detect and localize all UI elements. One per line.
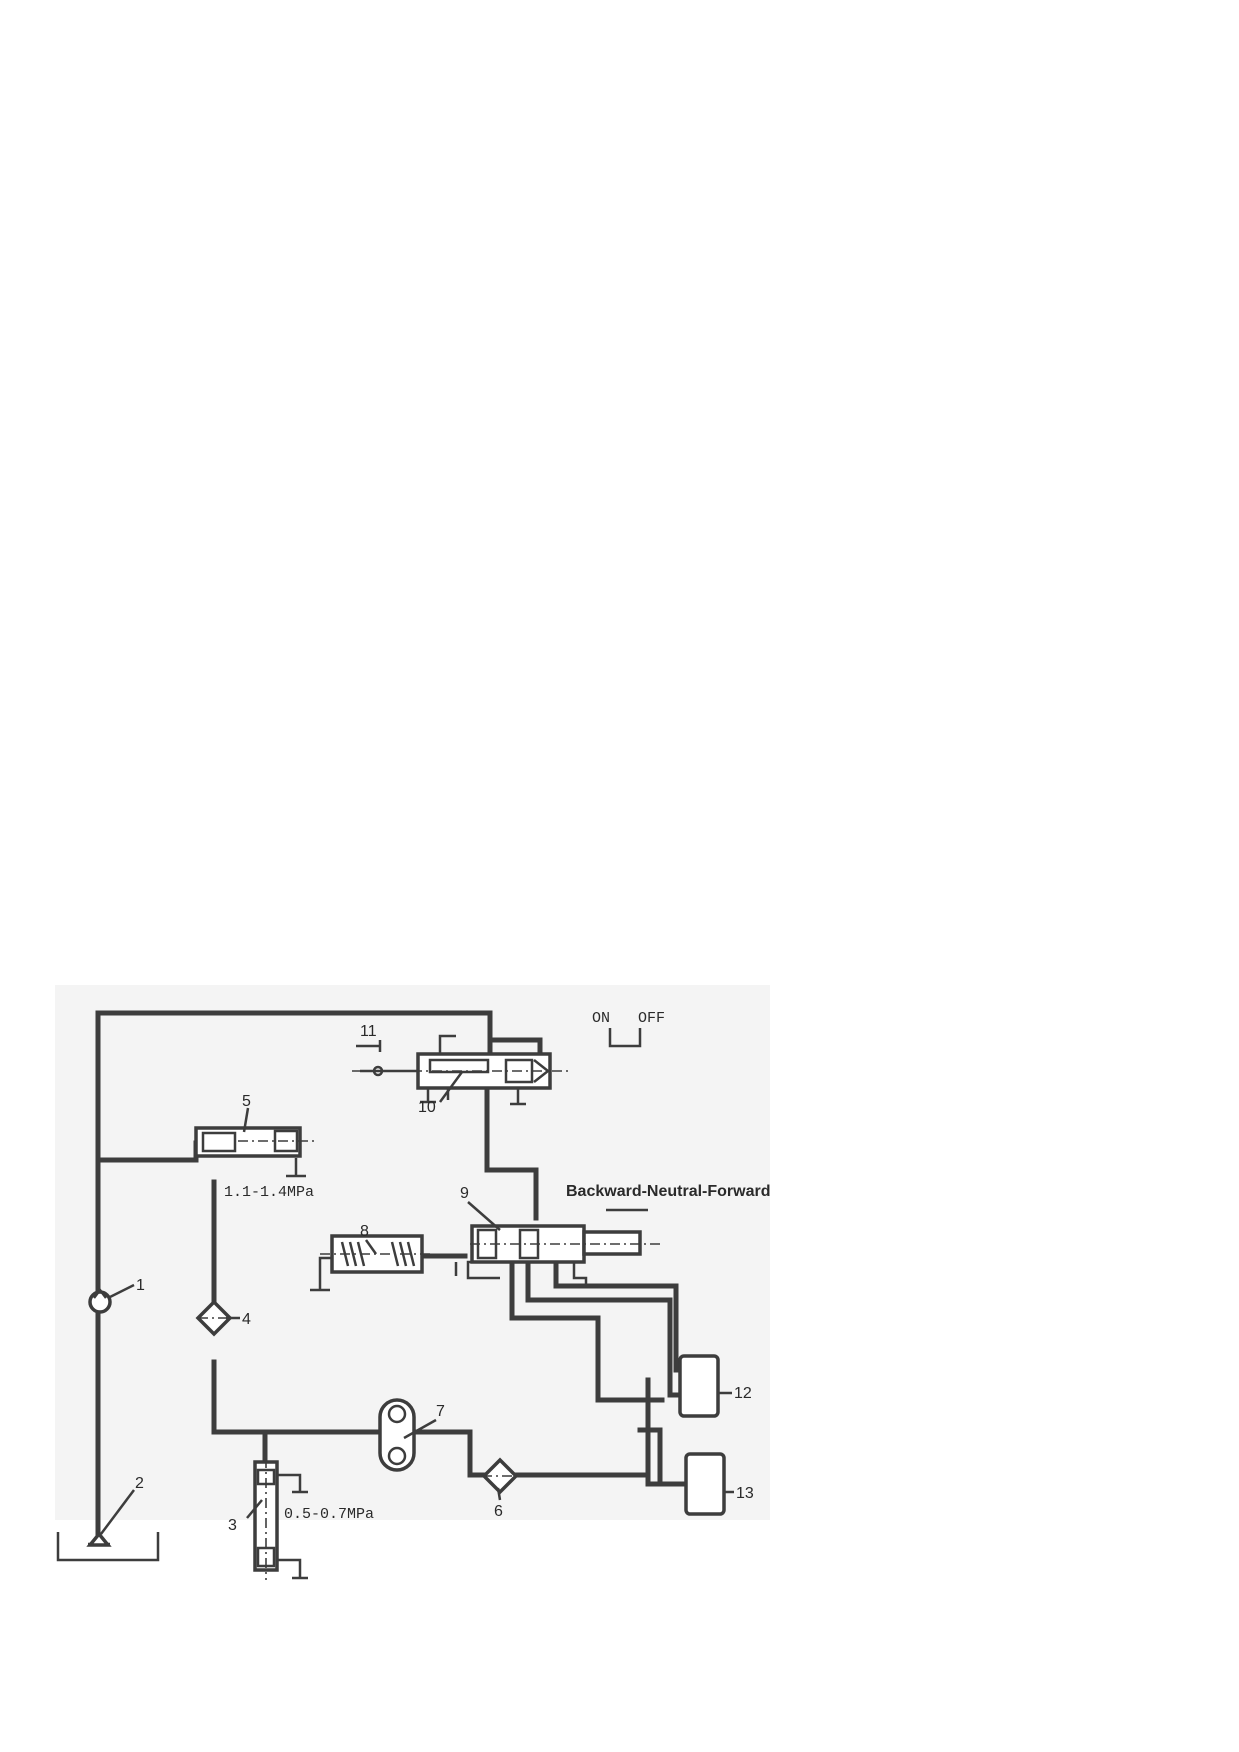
label-12: 12 xyxy=(734,1385,752,1402)
label-1: 1 xyxy=(136,1277,145,1294)
oil-tank xyxy=(56,1531,160,1562)
filter-4 xyxy=(195,1299,233,1337)
label-6: 6 xyxy=(494,1503,503,1520)
pump-symbol xyxy=(88,1287,112,1314)
pressure-valve-3 xyxy=(253,1458,308,1580)
label-7: 7 xyxy=(436,1403,445,1420)
switch-on-label: ON xyxy=(592,1010,610,1027)
filter-6 xyxy=(481,1457,519,1495)
pipe-network xyxy=(95,1010,689,1538)
pressure-low-label: 0.5-0.7MPa xyxy=(284,1506,374,1523)
label-5: 5 xyxy=(242,1093,251,1110)
valve-10 xyxy=(352,1034,568,1106)
label-13: 13 xyxy=(736,1485,754,1502)
direction-valve-9 xyxy=(454,1208,664,1288)
switch-bracket xyxy=(608,1028,642,1048)
pressure-valve-5 xyxy=(194,1126,316,1178)
label-10: 10 xyxy=(418,1099,436,1116)
label-9: 9 xyxy=(460,1185,469,1202)
direction-caption: Backward-Neutral-Forward xyxy=(566,1183,771,1200)
label-4: 4 xyxy=(242,1311,251,1328)
pressure-high-label: 1.1-1.4MPa xyxy=(224,1184,314,1201)
switch-off-label: OFF xyxy=(638,1010,665,1027)
clutch-12 xyxy=(678,1354,720,1418)
leader-lines xyxy=(100,1071,734,1535)
label-3: 3 xyxy=(228,1517,237,1534)
label-2: 2 xyxy=(135,1475,144,1492)
label-11: 11 xyxy=(360,1023,377,1040)
clutch-13 xyxy=(684,1452,726,1516)
switch-valve-7 xyxy=(378,1398,416,1472)
label-8: 8 xyxy=(360,1223,369,1240)
